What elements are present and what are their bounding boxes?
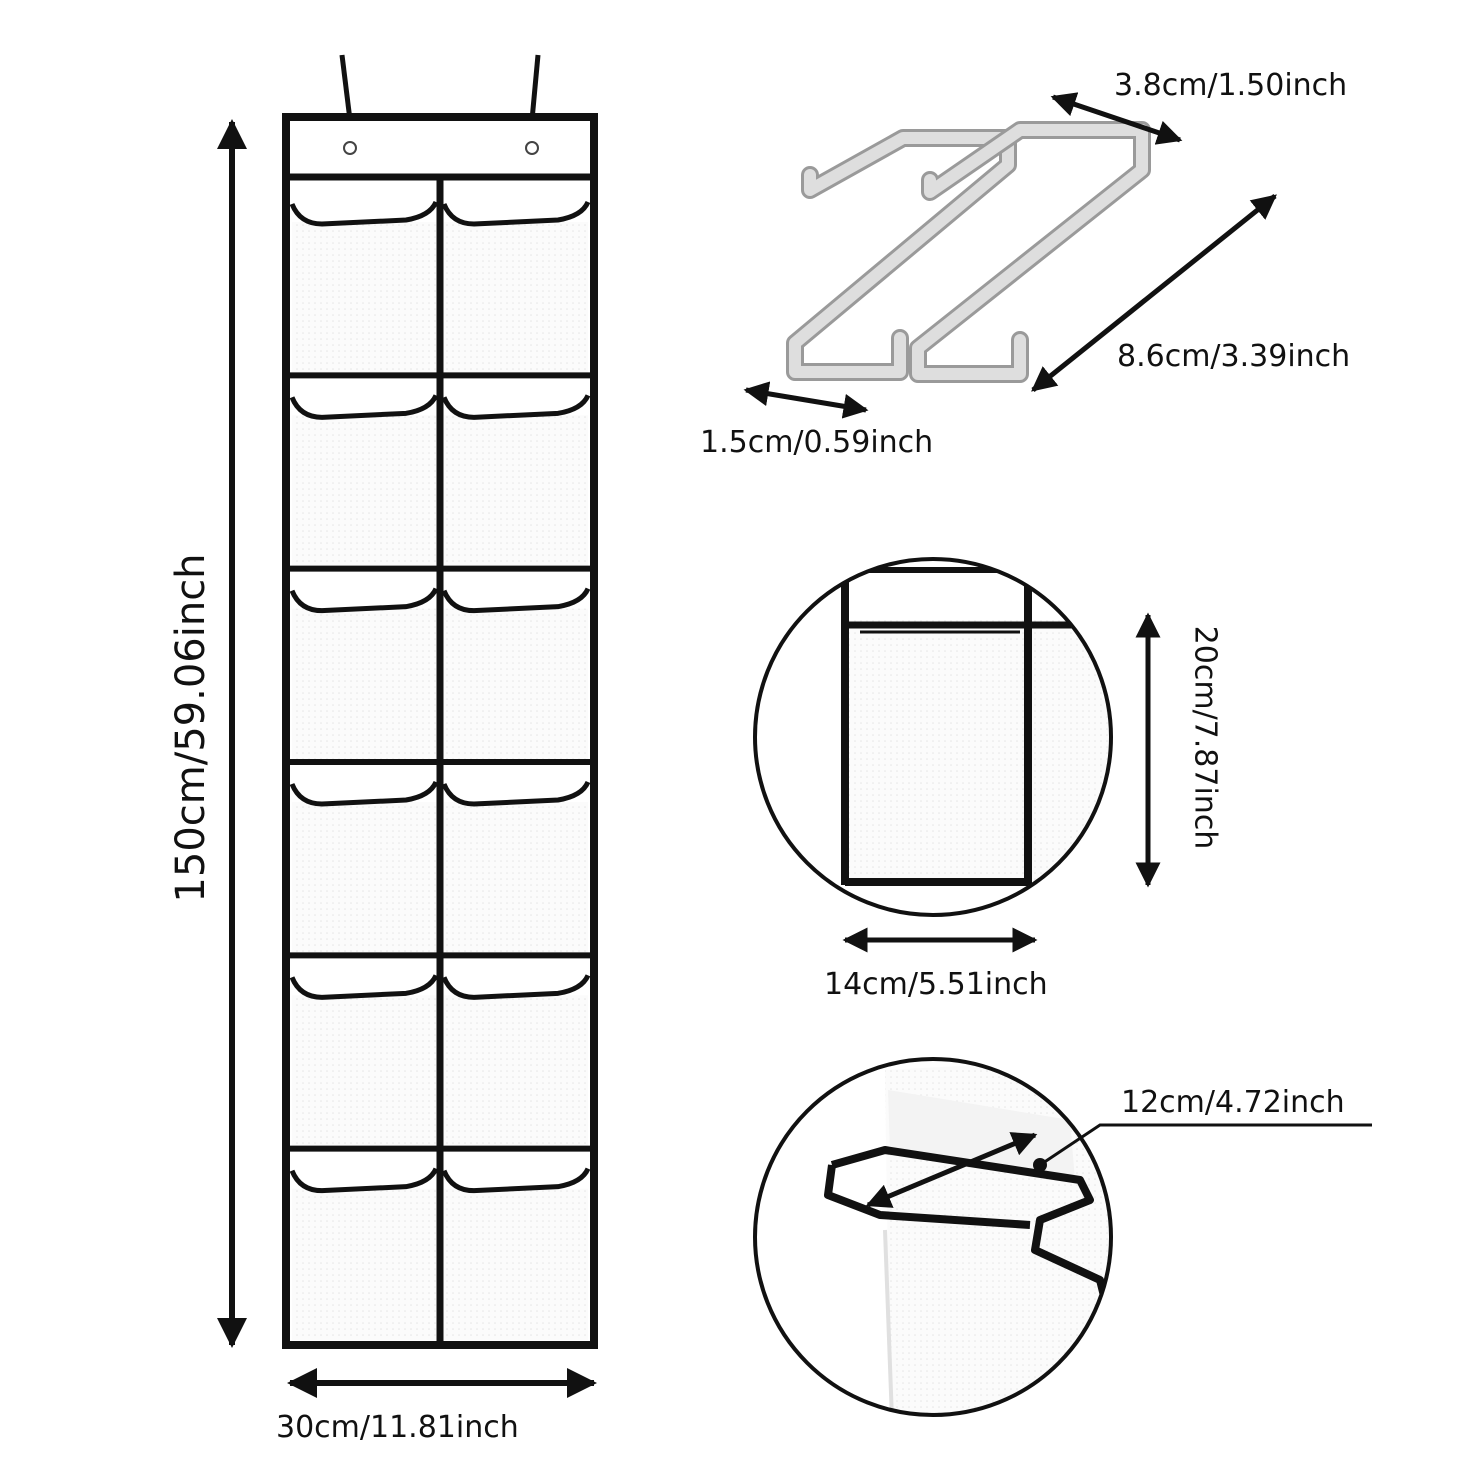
pocket <box>289 974 439 1147</box>
pocket <box>441 780 591 954</box>
pocket <box>441 587 591 760</box>
hook-width-arrow <box>1050 92 1183 145</box>
leader-dot <box>1033 1158 1047 1172</box>
width-label: 30cm/11.81inch <box>276 1410 519 1445</box>
pocket <box>441 200 591 374</box>
door-hooks <box>786 121 1151 383</box>
pocket <box>289 394 439 567</box>
hook-gap-label: 1.5cm/0.59inch <box>700 425 934 460</box>
left-strap <box>339 54 353 121</box>
hook-length-arrow <box>1031 194 1277 392</box>
grommet-left <box>343 141 357 155</box>
leader-line <box>1039 1123 1372 1167</box>
pocket <box>441 974 591 1147</box>
pocket <box>441 394 591 567</box>
pocket-depth-circle <box>753 1057 1113 1417</box>
pocket-detail-circle <box>753 557 1113 917</box>
pocket <box>289 780 439 954</box>
pocket <box>441 1167 591 1340</box>
shoe-organizer <box>282 54 598 1349</box>
pocket <box>289 587 439 760</box>
right-strap <box>529 54 541 121</box>
pocket-depth-label: 12cm/4.72inch <box>1121 1085 1345 1120</box>
pocket <box>289 1167 439 1340</box>
pocket-depth-arrow <box>865 1132 1038 1208</box>
hook-width-label: 3.8cm/1.50inch <box>1114 68 1348 103</box>
grommet-right <box>525 141 539 155</box>
pocket-height-label: 20cm/7.87inch <box>1187 625 1223 850</box>
height-label: 150cm/59.06inch <box>168 553 214 903</box>
hook-gap-arrow <box>743 381 869 419</box>
pocket <box>289 200 439 374</box>
pocket-width-label: 14cm/5.51inch <box>824 967 1048 1002</box>
hook-length-label: 8.6cm/3.39inch <box>1117 339 1351 374</box>
